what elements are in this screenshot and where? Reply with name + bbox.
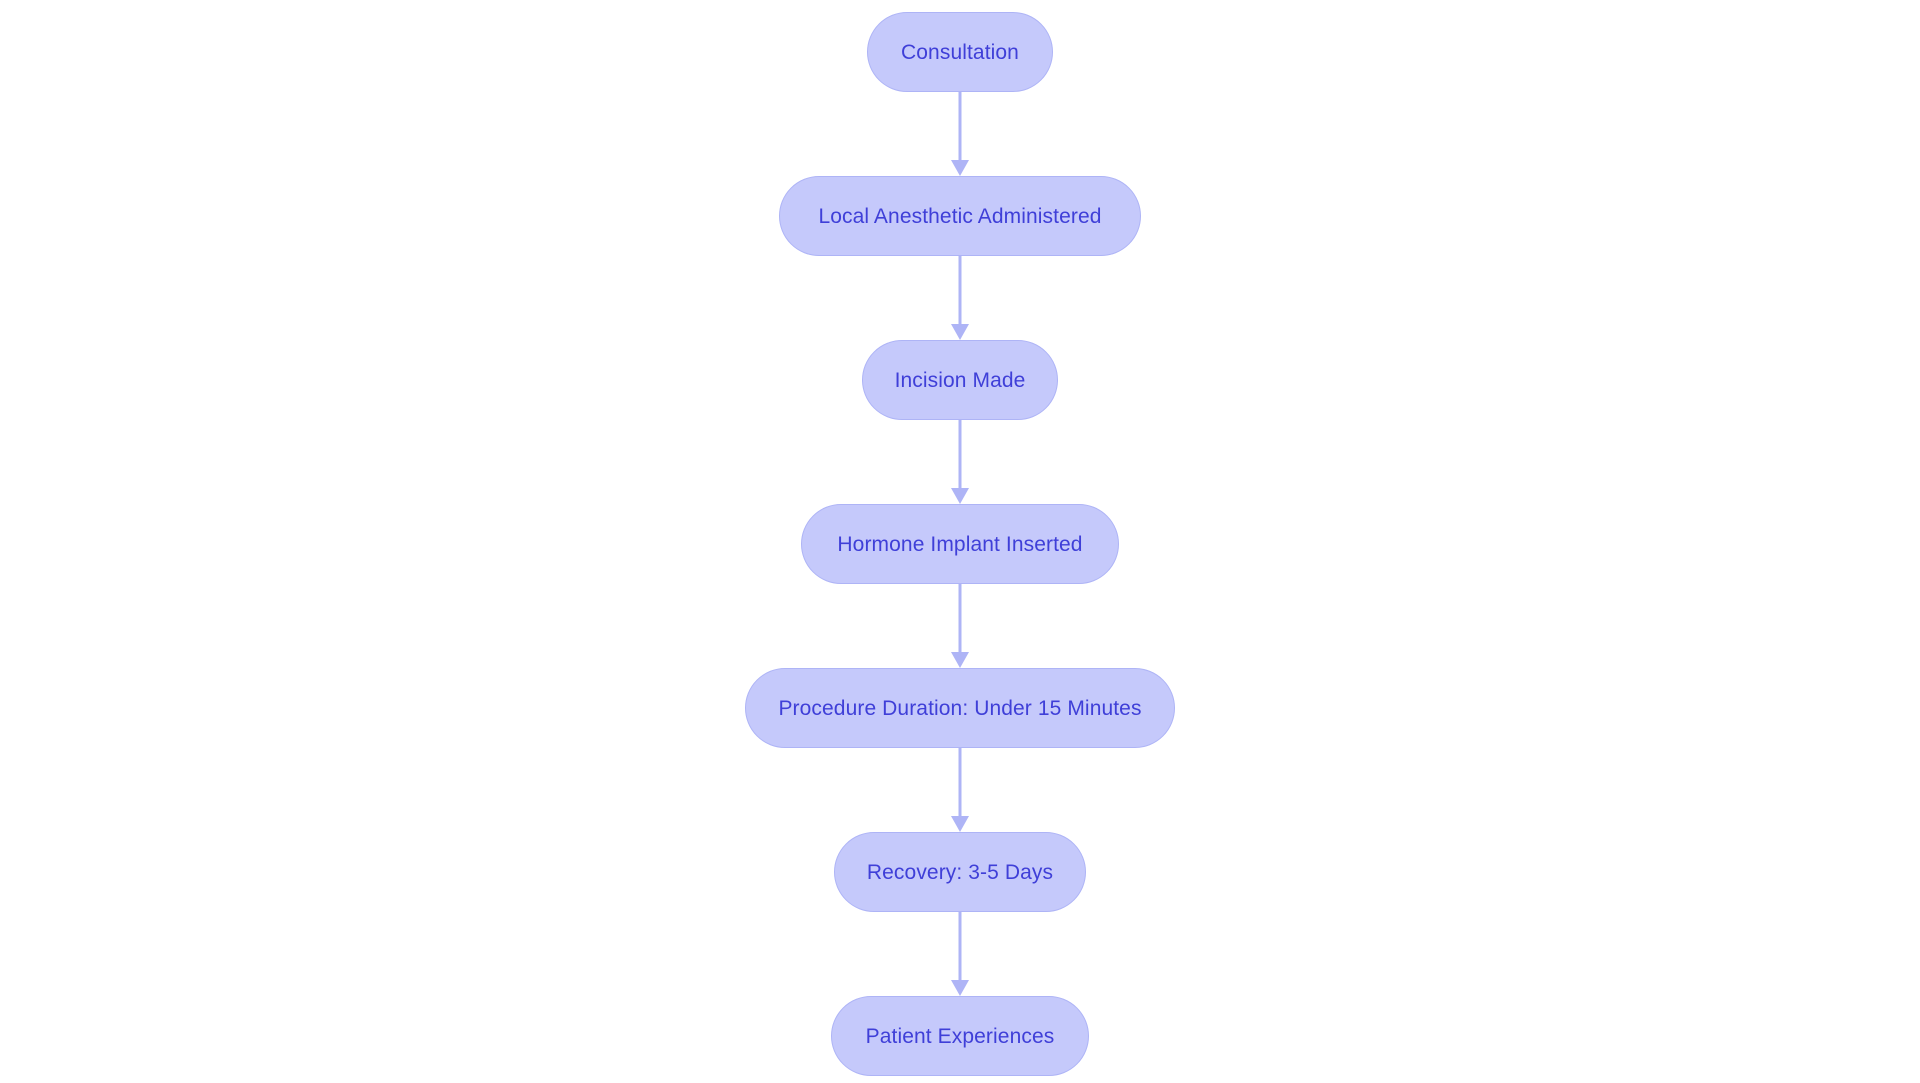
connector-line bbox=[958, 748, 962, 818]
flow-connector-implant-to-duration bbox=[950, 584, 970, 668]
flow-node-consultation[interactable]: Consultation bbox=[867, 12, 1053, 92]
flow-connector-recovery-to-experiences bbox=[950, 912, 970, 996]
flow-connector-consultation-to-anesthetic bbox=[950, 92, 970, 176]
flow-node-label: Procedure Duration: Under 15 Minutes bbox=[778, 696, 1142, 720]
flow-connector-anesthetic-to-incision bbox=[950, 256, 970, 340]
connector-line bbox=[958, 912, 962, 982]
down-arrow-icon bbox=[951, 652, 969, 668]
flow-node-experiences[interactable]: Patient Experiences bbox=[831, 996, 1089, 1076]
flow-node-label: Recovery: 3-5 Days bbox=[866, 860, 1054, 884]
down-arrow-icon bbox=[951, 324, 969, 340]
flow-node-label: Patient Experiences bbox=[865, 1024, 1055, 1048]
down-arrow-icon bbox=[951, 488, 969, 504]
flow-node-implant[interactable]: Hormone Implant Inserted bbox=[801, 504, 1119, 584]
flow-connector-incision-to-implant bbox=[950, 420, 970, 504]
connector-line bbox=[958, 420, 962, 490]
flow-node-incision[interactable]: Incision Made bbox=[862, 340, 1058, 420]
flow-node-label: Local Anesthetic Administered bbox=[818, 204, 1102, 228]
down-arrow-icon bbox=[951, 160, 969, 176]
flow-node-duration[interactable]: Procedure Duration: Under 15 Minutes bbox=[745, 668, 1175, 748]
flow-node-label: Incision Made bbox=[894, 368, 1026, 392]
flow-node-label: Consultation bbox=[901, 40, 1019, 64]
flow-node-label: Hormone Implant Inserted bbox=[837, 532, 1083, 556]
flow-node-recovery[interactable]: Recovery: 3-5 Days bbox=[834, 832, 1086, 912]
down-arrow-icon bbox=[951, 980, 969, 996]
flow-node-anesthetic[interactable]: Local Anesthetic Administered bbox=[779, 176, 1141, 256]
connector-line bbox=[958, 256, 962, 326]
flow-connector-duration-to-recovery bbox=[950, 748, 970, 832]
connector-line bbox=[958, 92, 962, 162]
down-arrow-icon bbox=[951, 816, 969, 832]
connector-line bbox=[958, 584, 962, 654]
